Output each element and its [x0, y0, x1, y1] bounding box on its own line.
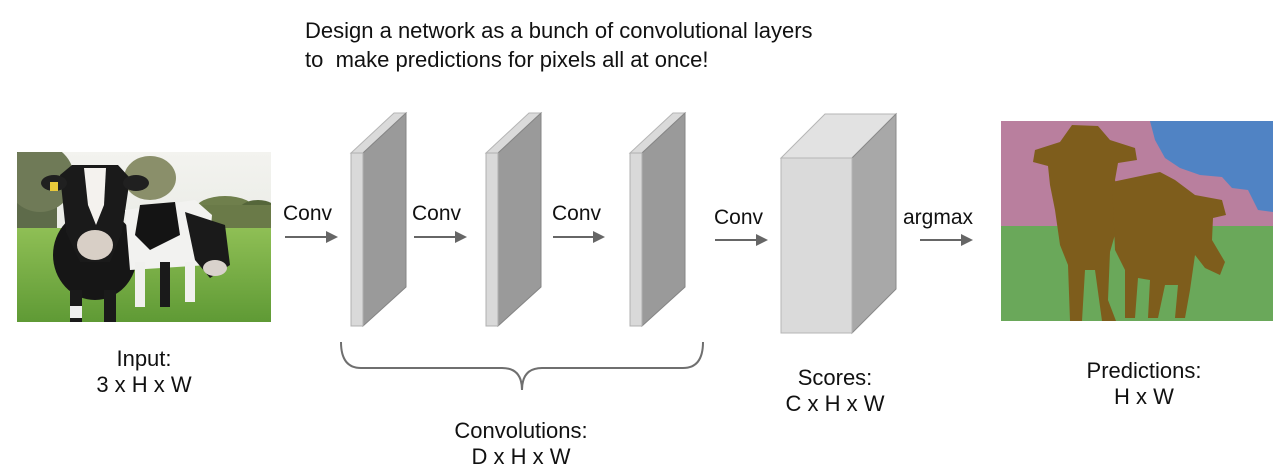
scores-volume [779, 112, 898, 335]
op-label-conv-2: Conv [412, 202, 462, 225]
diagram-title: Design a network as a bunch of convoluti… [305, 16, 813, 74]
convolutions-label: Convolutions: [454, 418, 588, 443]
title-line-2: to make predictions for pixels all at on… [305, 47, 709, 72]
predictions-label: Predictions: [1086, 358, 1202, 383]
scores-shape: C x H x W [785, 391, 885, 416]
conv-layer-3 [628, 111, 687, 328]
op-label-conv-1: Conv [283, 202, 333, 225]
predictions-label-block: Predictions: H x W [1064, 358, 1224, 410]
op-label-conv-4: Conv [714, 206, 764, 229]
op-label-conv-3: Conv [552, 202, 602, 225]
conv-layer-2 [484, 111, 543, 328]
scores-label-block: Scores: C x H x W [755, 365, 915, 417]
arrow-conv-1 [285, 231, 338, 243]
input-shape: 3 x H x W [96, 372, 192, 397]
op-label-argmax: argmax [903, 206, 974, 229]
arrow-conv-2 [414, 231, 467, 243]
input-photo [17, 152, 271, 322]
title-line-1: Design a network as a bunch of convoluti… [305, 18, 813, 43]
input-label: Input: [116, 346, 172, 371]
conv-layer-1 [349, 111, 408, 328]
arrow-conv-4 [715, 234, 768, 246]
predictions-shape: H x W [1114, 384, 1174, 409]
convolutions-label-block: Convolutions: D x H x W [421, 418, 621, 470]
scores-label: Scores: [797, 365, 873, 390]
convolutions-brace [340, 341, 704, 391]
arrow-argmax [920, 234, 973, 246]
convolutions-shape: D x H x W [471, 444, 571, 469]
input-label-block: Input: 3 x H x W [64, 346, 224, 398]
arrow-conv-3 [553, 231, 605, 243]
prediction-segmentation-map [1001, 121, 1273, 321]
